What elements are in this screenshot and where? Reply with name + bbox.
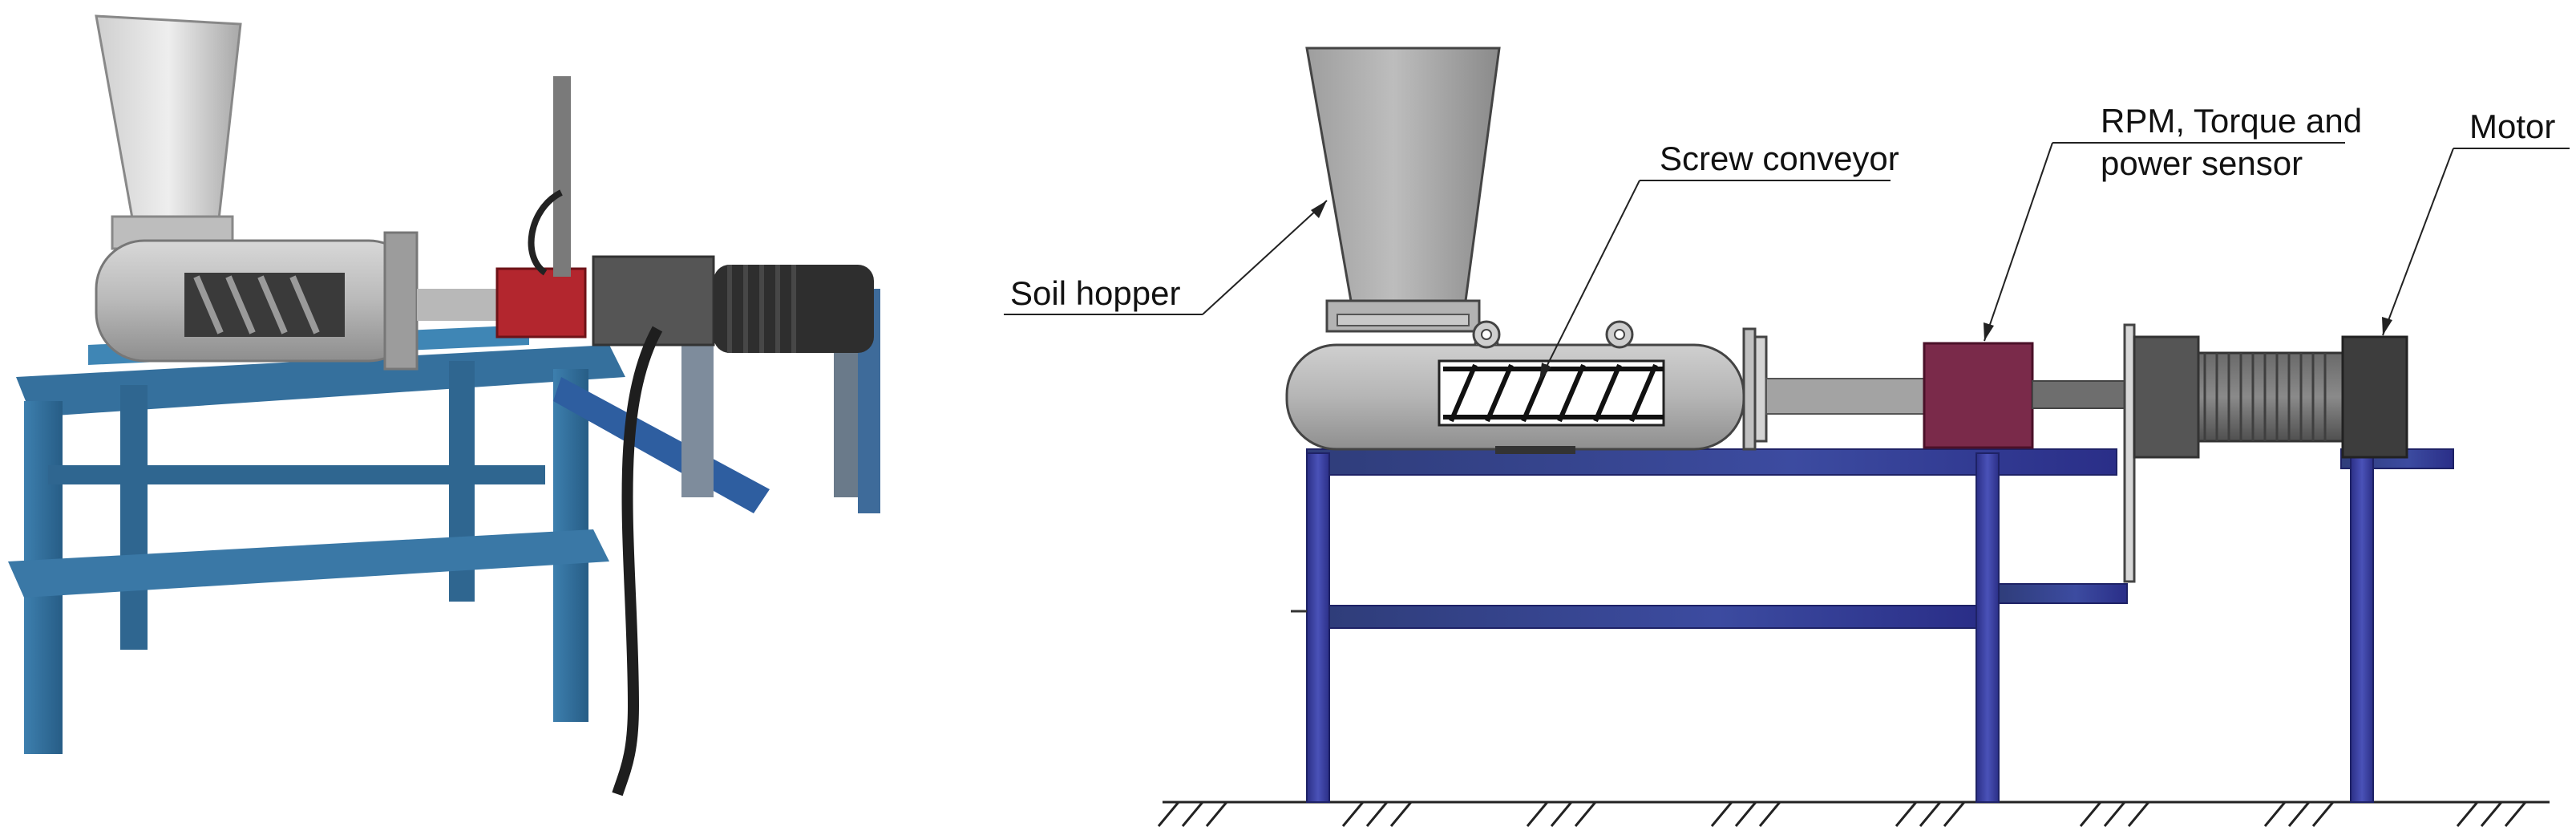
motor <box>2123 323 2408 583</box>
callout-screw-conveyor: Screw conveyor <box>1539 140 1899 382</box>
schematic-drawing: Soil hopper Screw conveyor RPM, Torque a… <box>1004 47 2570 827</box>
ground-line <box>1157 801 2550 827</box>
callout-soil-hopper: Soil hopper <box>1004 200 1328 315</box>
screw-conveyor <box>1285 320 1992 454</box>
photo-power-cable <box>612 326 663 796</box>
soil-hopper <box>1305 47 1501 333</box>
motor-label: Motor <box>2469 107 2555 145</box>
sensor-label-line2: power sensor <box>2101 144 2303 182</box>
photo-sensor <box>495 76 587 338</box>
rig-photo-illustration <box>8 14 880 796</box>
photo-motor <box>592 255 874 353</box>
soil-hopper-label: Soil hopper <box>1010 274 1180 312</box>
callout-sensor: RPM, Torque and power sensor <box>1984 102 2362 342</box>
callout-motor: Motor <box>2382 107 2570 336</box>
rig-schematic: Soil hopper Screw conveyor RPM, Torque a… <box>914 0 2576 835</box>
table-frame <box>1291 448 2128 803</box>
motor-support-frame <box>2340 448 2454 803</box>
rpm-torque-power-sensor <box>1923 342 2129 449</box>
screw-conveyor-label: Screw conveyor <box>1660 140 1899 177</box>
photo-soil-hopper <box>95 14 242 250</box>
sensor-label-line1: RPM, Torque and <box>2101 102 2362 140</box>
photo-screw-conveyor <box>95 231 505 371</box>
photo-table-frame <box>8 289 880 754</box>
rig-photograph <box>0 0 914 835</box>
